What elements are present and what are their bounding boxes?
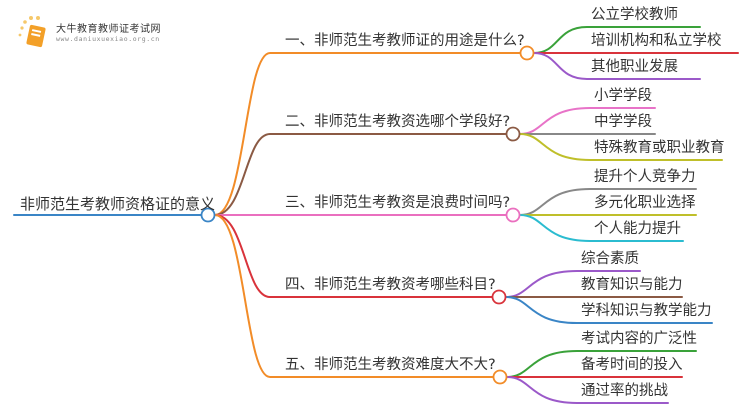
branch-4-leaf-3-label[interactable]: 学科知识与教学能力 <box>581 303 712 319</box>
branch-3-leaf-1-connector <box>519 188 697 216</box>
branch-2-leaf-1-connector <box>519 107 656 135</box>
branch-5-toggle[interactable] <box>492 369 508 385</box>
branch-5-leaf-3-label[interactable]: 通过率的挑战 <box>581 383 668 399</box>
branch-3-leaf-3-connector <box>519 214 684 242</box>
branch-3-leaf-1-label[interactable]: 提升个人竞争力 <box>594 169 696 185</box>
logo-url: www.daniuxuexiao.org.cn <box>56 35 160 43</box>
branch-5-leaf-1-connector <box>506 350 697 378</box>
branch-2-leaf-3-label[interactable]: 特殊教育或职业教育 <box>594 140 725 156</box>
branch-1-connector <box>214 52 521 216</box>
branch-4-label[interactable]: 四、非师范生考教资考哪些科目? <box>285 277 496 293</box>
branch-2-connector <box>214 133 507 216</box>
branch-3-leaf-3-label[interactable]: 个人能力提升 <box>594 221 681 237</box>
branch-4-connector <box>214 214 493 298</box>
branch-1-toggle[interactable] <box>519 45 535 61</box>
branch-3-label[interactable]: 三、非师范生考教资是浪费时间吗? <box>285 195 511 211</box>
branch-2-leaf-3-connector <box>519 133 723 161</box>
branch-1-label[interactable]: 一、非师范生考教师证的用途是什么? <box>285 33 525 49</box>
book-icon <box>18 16 46 48</box>
branch-2-leaf-2-label[interactable]: 中学学段 <box>594 114 652 130</box>
branch-4-leaf-3-connector <box>505 296 713 324</box>
branch-1-leaf-3-connector <box>533 52 701 80</box>
branch-4-toggle[interactable] <box>491 289 507 305</box>
root-node-toggle[interactable] <box>200 207 216 223</box>
branch-1-leaf-1-label[interactable]: 公立学校教师 <box>591 7 678 23</box>
branch-4-leaf-1-label[interactable]: 综合素质 <box>581 251 639 267</box>
branch-5-leaf-1-label[interactable]: 考试内容的广泛性 <box>581 331 697 347</box>
branch-2-label[interactable]: 二、非师范生考教资选哪个学段好? <box>285 114 511 130</box>
branch-2-toggle[interactable] <box>505 126 521 142</box>
root-node-label[interactable]: 非师范生考教师资格证的意义 <box>20 195 216 213</box>
branch-3-toggle[interactable] <box>505 207 521 223</box>
branch-4-leaf-1-connector <box>505 270 641 298</box>
branch-3-leaf-2-label[interactable]: 多元化职业选择 <box>594 195 696 211</box>
branch-4-leaf-2-label[interactable]: 教育知识与能力 <box>581 277 683 293</box>
branch-1-leaf-3-label[interactable]: 其他职业发展 <box>591 59 678 75</box>
branch-5-leaf-3-connector <box>506 376 669 404</box>
branch-1-leaf-2-label[interactable]: 培训机构和私立学校 <box>591 33 722 49</box>
site-logo[interactable]: 大牛教育教师证考试网 www.daniuxuexiao.org.cn <box>16 14 176 50</box>
branch-2-leaf-1-label[interactable]: 小学学段 <box>594 88 652 104</box>
branch-1-leaf-1-connector <box>533 26 701 54</box>
branch-5-label[interactable]: 五、非师范生考教资难度大不大? <box>285 357 496 373</box>
branch-5-leaf-2-label[interactable]: 备考时间的投入 <box>581 357 683 373</box>
branch-5-connector <box>214 214 494 378</box>
logo-title: 大牛教育教师证考试网 <box>56 24 161 35</box>
